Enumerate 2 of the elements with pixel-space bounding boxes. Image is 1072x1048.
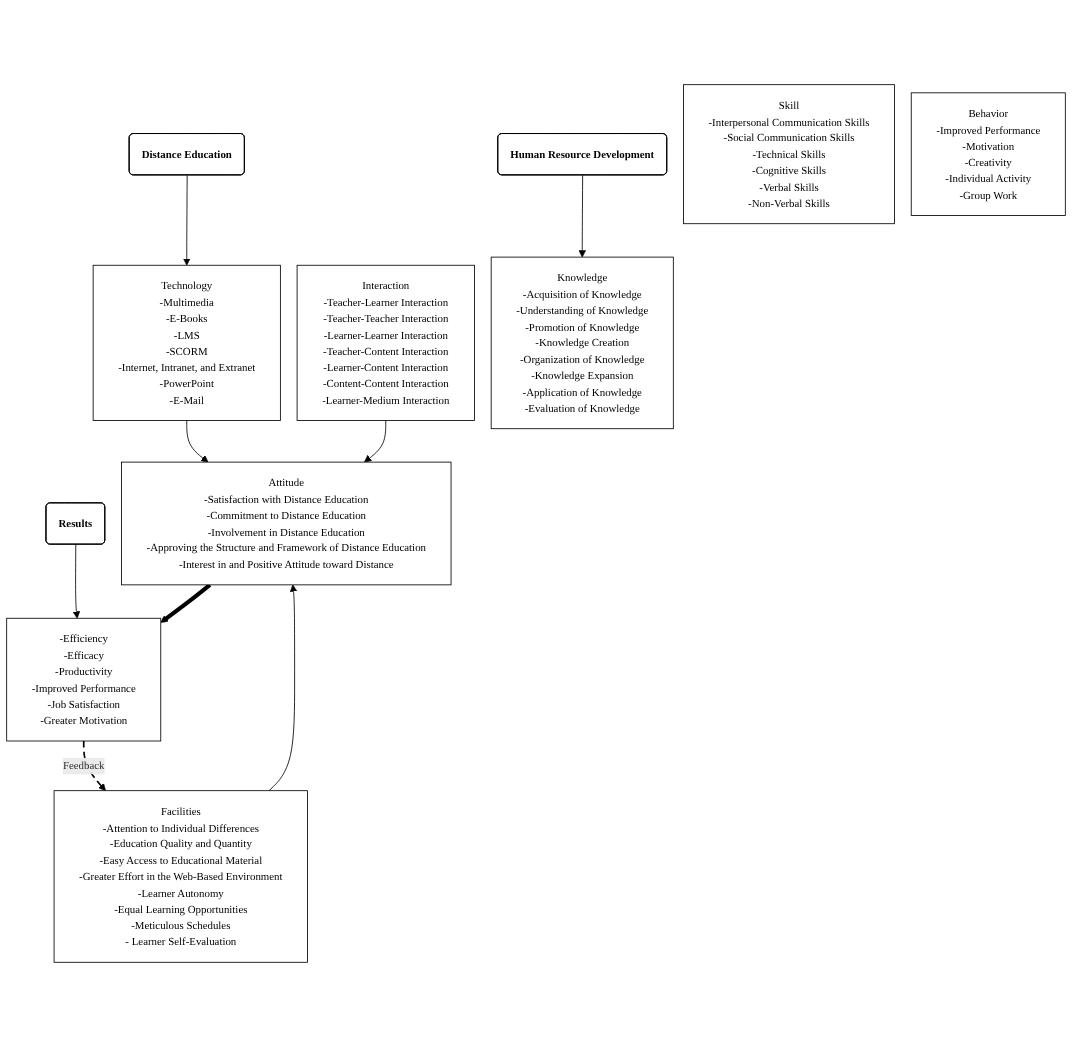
arrow xyxy=(82,740,106,792)
arrow xyxy=(160,583,212,624)
